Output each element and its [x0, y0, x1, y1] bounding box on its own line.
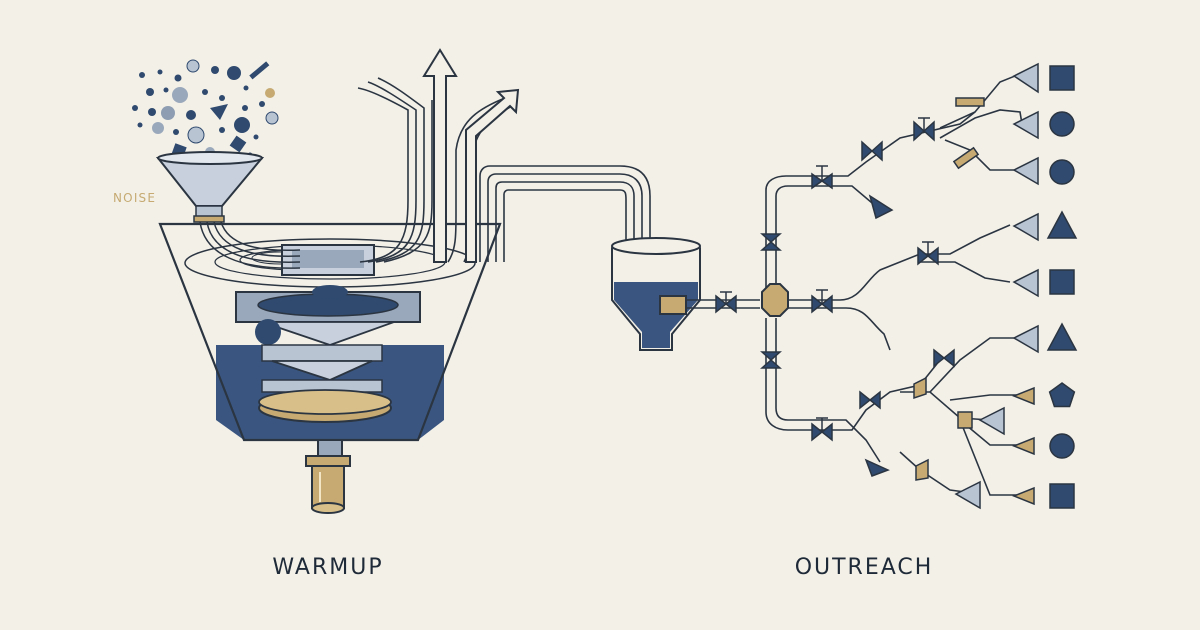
- valve-icon: [913, 117, 935, 142]
- warmup-label: WARMUP: [272, 555, 383, 580]
- triangle-output-icon: [1046, 322, 1078, 351]
- square-output-icon: [1049, 65, 1075, 91]
- outreach-label: OUTREACH: [795, 555, 934, 580]
- square-output-icon: [1049, 483, 1075, 509]
- warmup-stream: [199, 221, 301, 269]
- valve-icon: [811, 417, 833, 442]
- hub-junction: [761, 283, 789, 317]
- up-arrow-icon: [422, 48, 458, 263]
- nozzles: [954, 62, 1039, 510]
- hopper: [611, 237, 701, 351]
- valve-icon: [760, 351, 782, 369]
- valve-icon: [933, 348, 955, 368]
- valve-icon: [811, 289, 833, 314]
- valve-icon: [760, 233, 782, 251]
- square-output-icon: [1049, 269, 1075, 295]
- gold-connectors: [913, 97, 985, 481]
- noise-label: NOISE: [113, 191, 156, 205]
- circle-output-icon: [1049, 111, 1075, 137]
- valve-icon: [715, 291, 737, 314]
- valves: [715, 117, 955, 477]
- valve-icon: [811, 165, 833, 190]
- circle-output-icon: [1049, 433, 1075, 459]
- triangle-output-icon: [1046, 210, 1078, 239]
- diagonal-arrow-icon: [465, 88, 520, 263]
- valve-icon: [861, 140, 883, 162]
- output-shapes: [1046, 65, 1078, 509]
- noise-particles: [132, 59, 279, 163]
- transfer-pipe: [479, 165, 651, 262]
- circle-output-icon: [1049, 159, 1075, 185]
- outreach-network: [686, 73, 1023, 496]
- warmup-tank: [158, 222, 502, 514]
- valve-icon: [917, 241, 939, 266]
- valve-icon: [859, 390, 881, 410]
- pentagon-output-icon: [1048, 382, 1076, 408]
- noise-funnel: [155, 151, 265, 223]
